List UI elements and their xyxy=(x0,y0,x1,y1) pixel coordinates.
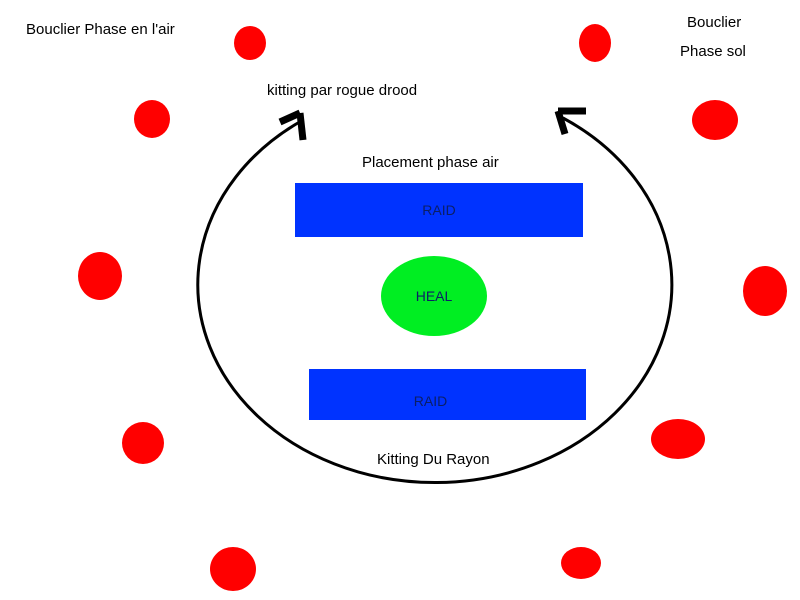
shield-orb xyxy=(210,547,256,591)
kiting-path xyxy=(196,116,674,485)
raid-zone-top xyxy=(295,183,583,237)
shield-orb xyxy=(651,419,705,459)
arrow-head-left xyxy=(278,109,307,141)
shield-orb xyxy=(561,547,601,579)
shield-ground-phase-label-line1: Bouclier xyxy=(687,14,742,31)
heal-label: HEAL xyxy=(415,288,453,304)
shield-ground-phase-label-line2: Phase sol xyxy=(680,43,746,60)
shield-orb xyxy=(692,100,738,140)
shield-orb xyxy=(78,252,122,300)
arrow-head-right xyxy=(554,107,586,136)
shield-orb xyxy=(743,266,787,316)
kiting-rogue-label: kitting par rogue drood xyxy=(267,82,418,99)
shield-orb xyxy=(122,422,164,464)
shield-orb xyxy=(234,26,266,60)
kiting-ray-label: Kitting Du Rayon xyxy=(377,451,490,468)
shield-air-phase-label: Bouclier Phase en l'air xyxy=(26,21,175,38)
placement-air-label: Placement phase air xyxy=(362,154,499,171)
raid-bottom-label: RAID xyxy=(413,393,448,409)
heal-zone xyxy=(381,256,487,336)
shield-orb xyxy=(134,100,170,138)
raid-top-label: RAID xyxy=(422,202,456,218)
shield-orb xyxy=(579,24,611,62)
raid-zone-bottom xyxy=(309,369,586,420)
